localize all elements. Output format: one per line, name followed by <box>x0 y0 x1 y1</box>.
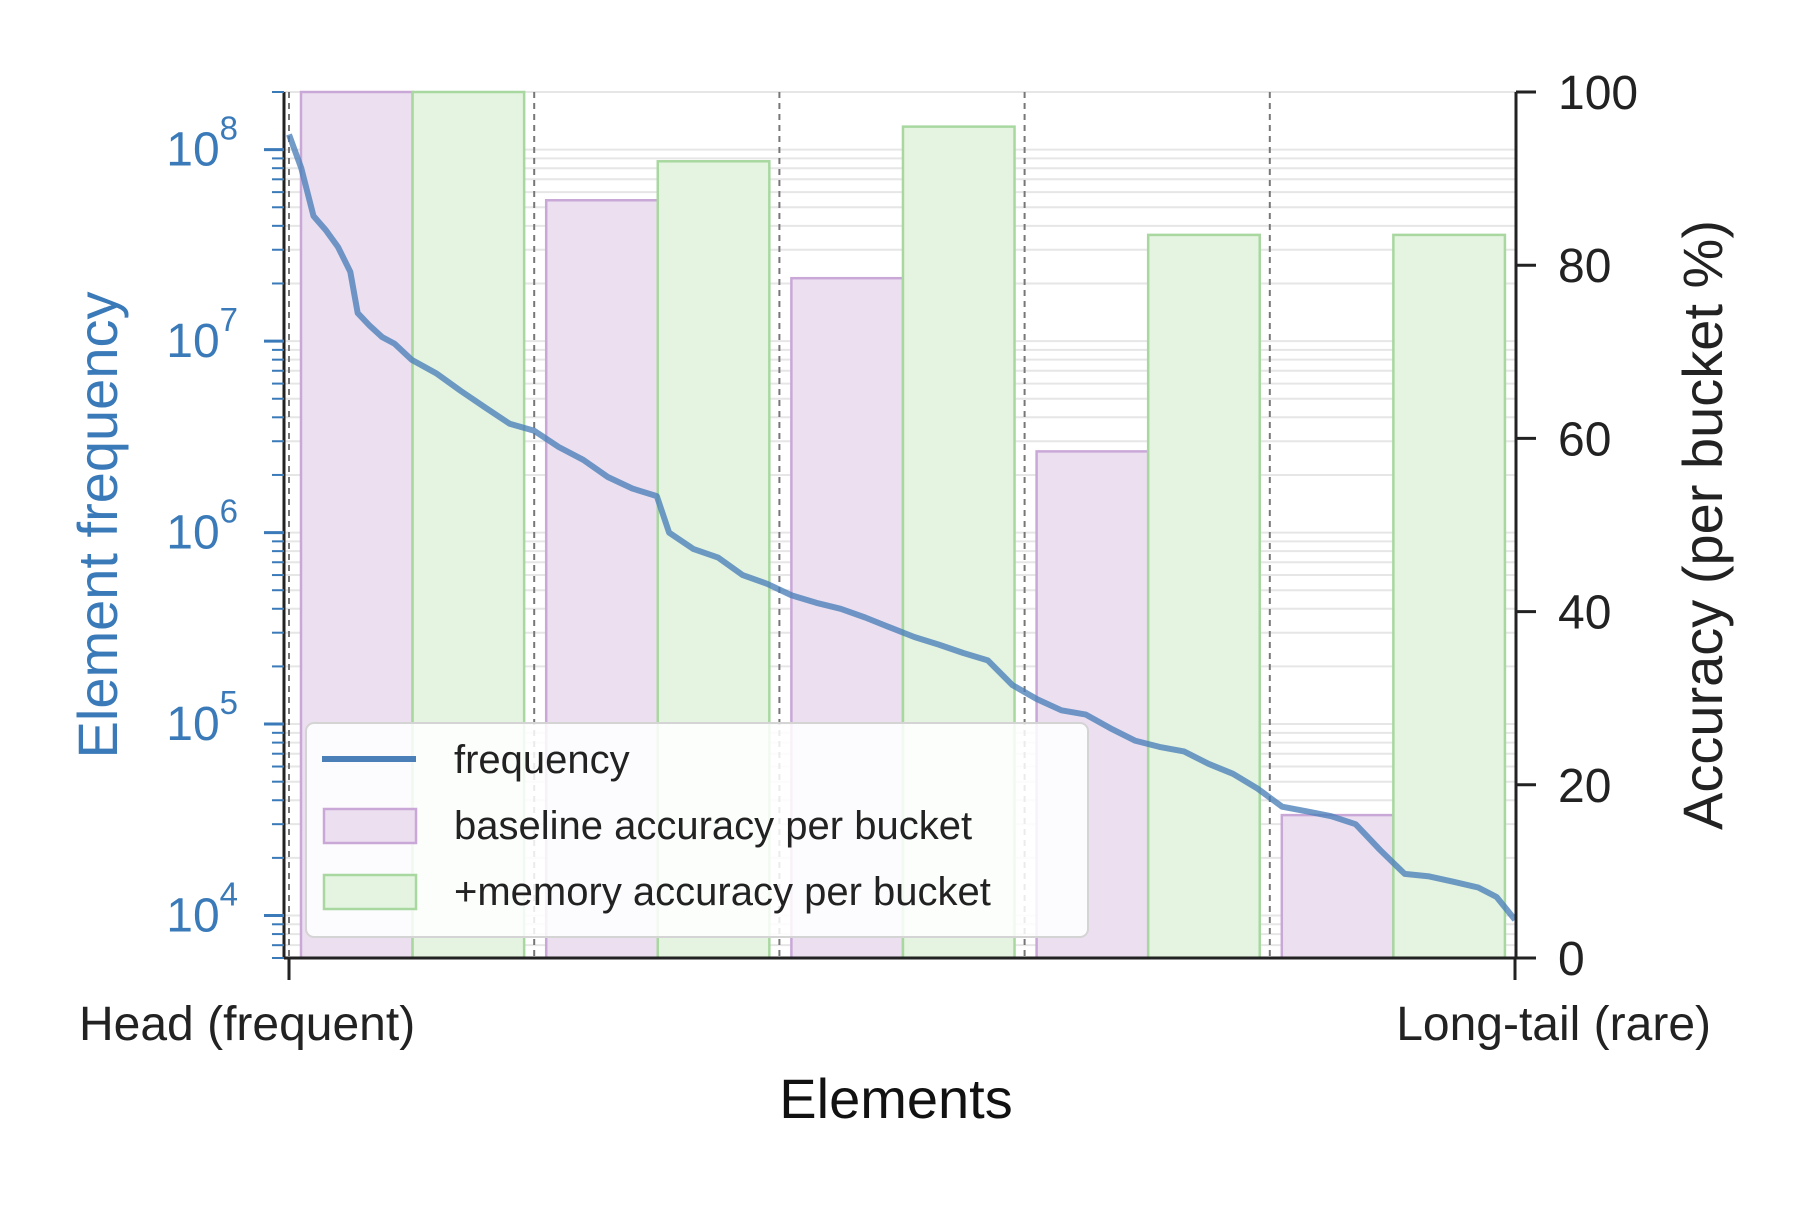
left-tick-label: 104 <box>166 876 238 943</box>
legend-box <box>305 722 1089 938</box>
tick-exponent: 4 <box>220 876 238 913</box>
x-axis-label: Elements <box>779 1067 1012 1130</box>
frequency-line <box>286 133 1518 922</box>
tick-base: 10 <box>166 315 219 368</box>
x-tick-label: Long-tail (rare) <box>1396 998 1711 1051</box>
legend-memory-swatch <box>322 873 418 911</box>
memory-bar <box>1146 233 1261 960</box>
bucket-divider-layer <box>288 92 1271 958</box>
right-tick-label: 0 <box>1558 933 1585 986</box>
right-tick-label: 100 <box>1558 67 1638 120</box>
right-tick-label: 60 <box>1558 413 1611 466</box>
legend-baseline-label: baseline accuracy per bucket <box>454 804 972 848</box>
tick-base: 10 <box>166 124 219 177</box>
tick-base: 10 <box>166 890 219 943</box>
legend: frequency baseline accuracy per bucket +me… <box>305 722 1089 938</box>
legend-memory-label: +memory accuracy per bucket <box>454 870 991 914</box>
tick-exponent: 7 <box>220 301 238 338</box>
tick-exponent: 6 <box>220 493 238 530</box>
right-tick-label: 80 <box>1558 240 1611 293</box>
left-tick-label: 105 <box>166 684 238 751</box>
x-tick-label: Head (frequent) <box>79 998 415 1051</box>
tick-exponent: 5 <box>220 684 238 721</box>
baseline-bar <box>1280 813 1395 960</box>
tick-base: 10 <box>166 698 219 751</box>
right-axis-label: Accuracy (per bucket %) <box>1671 220 1734 830</box>
legend-baseline-swatch <box>322 807 418 845</box>
left-axis-label: Element frequency <box>66 292 129 759</box>
tick-exponent: 8 <box>220 110 238 147</box>
right-tick-label: 20 <box>1558 760 1611 813</box>
tick-base: 10 <box>166 507 219 560</box>
left-tick-label: 107 <box>166 301 238 368</box>
frequency-line-layer <box>286 133 1518 922</box>
left-tick-label: 106 <box>166 493 238 560</box>
memory-bar <box>1392 233 1507 960</box>
left-tick-label: 108 <box>166 110 238 177</box>
legend-frequency-label: frequency <box>454 738 630 782</box>
right-tick-label: 40 <box>1558 587 1611 640</box>
